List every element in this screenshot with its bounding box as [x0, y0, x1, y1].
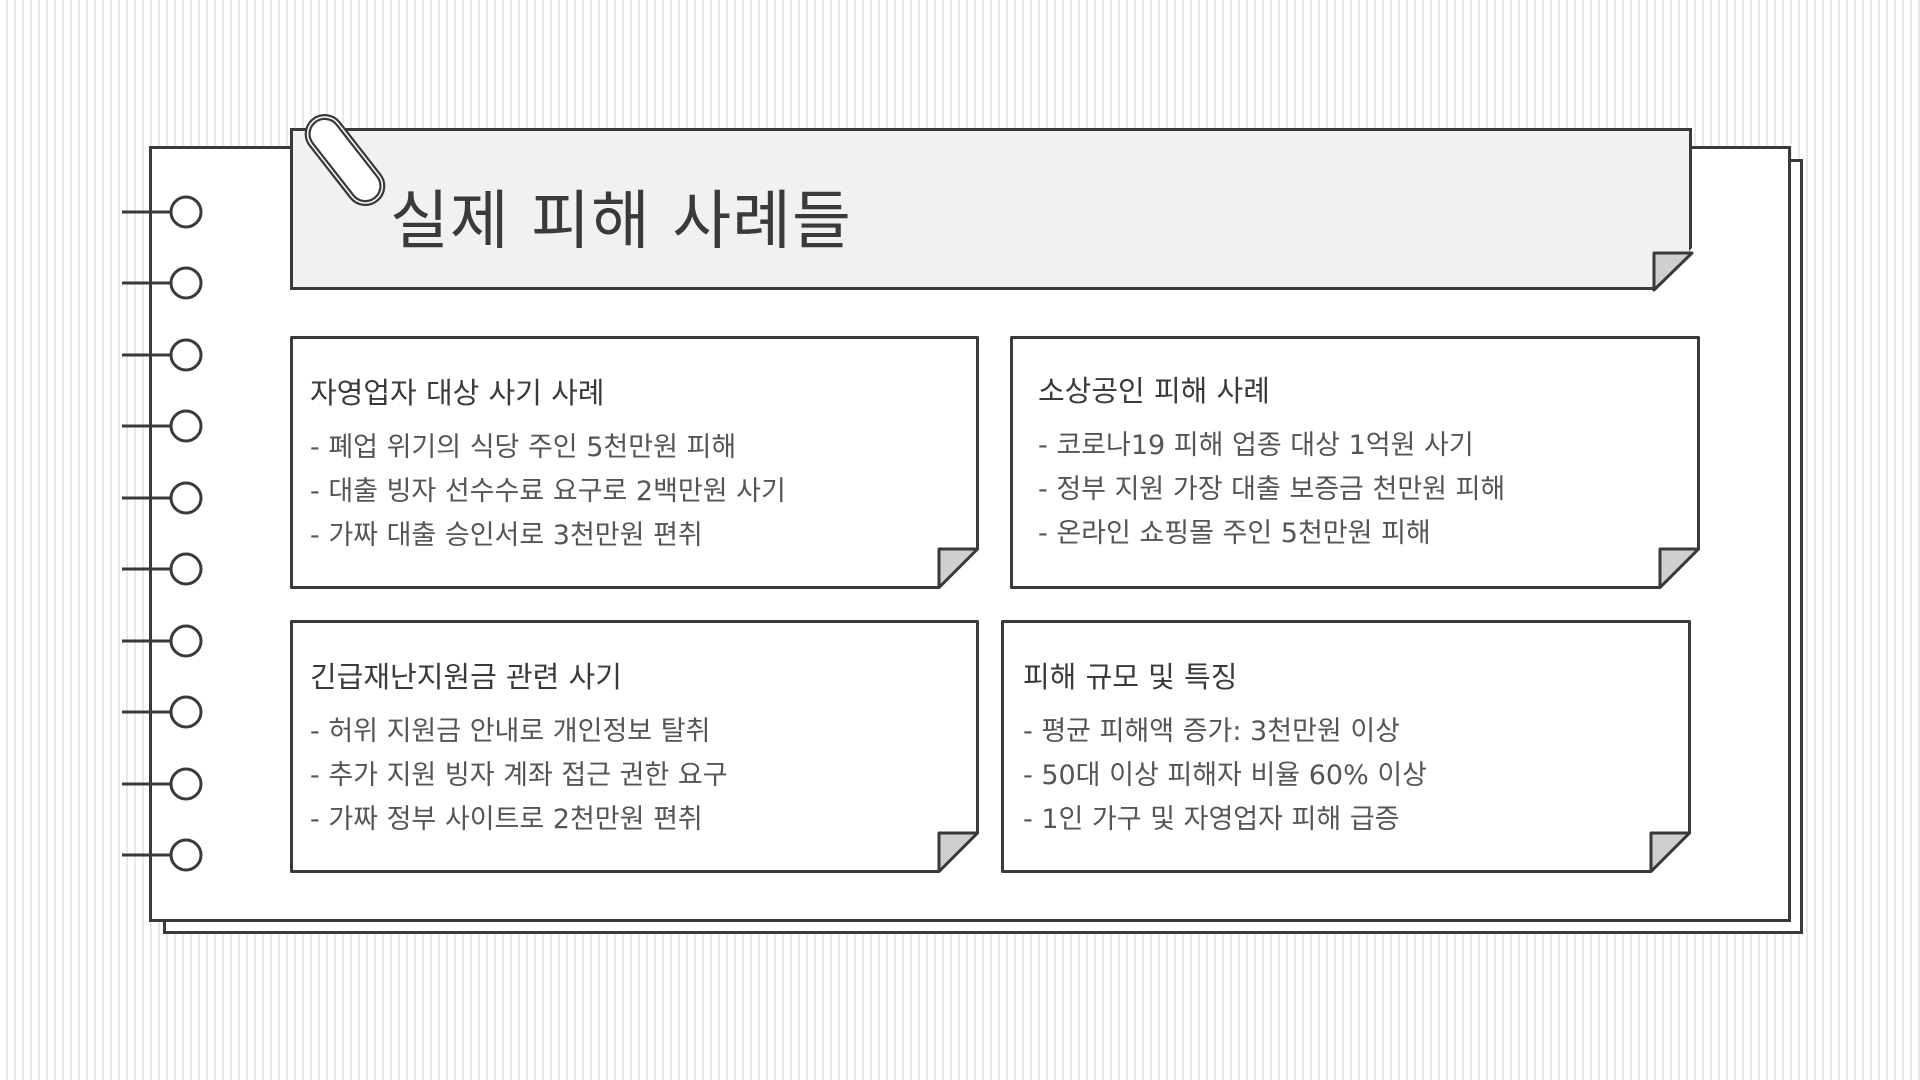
list-item: - 1인 가구 및 자영업자 피해 급증 — [1023, 804, 1400, 835]
list-item: - 가짜 대출 승인서로 3천만원 편취 — [310, 520, 703, 551]
card-title: 소상공인 피해 사례 — [1038, 374, 1270, 408]
spiral-ring-icon — [122, 195, 203, 872]
list-item: - 추가 지원 빙자 계좌 접근 권한 요구 — [310, 760, 728, 791]
card-frame — [290, 620, 979, 873]
card-title: 피해 규모 및 특징 — [1023, 660, 1238, 694]
card-list: - 허위 지원금 안내로 개인정보 탈취 - 추가 지원 빙자 계좌 접근 권한… — [310, 710, 728, 842]
card-list: - 코로나19 피해 업종 대상 1억원 사기 - 정부 지원 가장 대출 보증… — [1038, 424, 1505, 556]
list-item: - 정부 지원 가장 대출 보증금 천만원 피해 — [1038, 474, 1506, 505]
list-item: - 코로나19 피해 업종 대상 1억원 사기 — [1038, 430, 1474, 461]
case-card-damage-scale: 피해 규모 및 특징 - 평균 피해액 증가: 3천만원 이상 - 50대 이상… — [1001, 620, 1691, 873]
card-frame — [290, 336, 979, 589]
case-card-disaster-relief: 긴급재난지원금 관련 사기 - 허위 지원금 안내로 개인정보 탈취 - 추가 … — [290, 620, 979, 873]
folded-corner-icon — [937, 547, 979, 589]
card-frame — [1010, 336, 1700, 589]
list-item: - 가짜 정부 사이트로 2천만원 편취 — [310, 804, 703, 835]
list-item: - 50대 이상 피해자 비율 60% 이상 — [1023, 760, 1428, 791]
list-item: - 대출 빙자 선수수료 요구로 2백만원 사기 — [310, 476, 786, 507]
card-title: 자영업자 대상 사기 사례 — [310, 376, 605, 410]
page-title: 실제 피해 사례들 — [390, 185, 852, 259]
card-list: - 폐업 위기의 식당 주인 5천만원 피해 - 대출 빙자 선수수료 요구로 … — [310, 426, 786, 558]
list-item: - 온라인 쇼핑몰 주인 5천만원 피해 — [1038, 518, 1431, 549]
list-item: - 평균 피해액 증가: 3천만원 이상 — [1023, 716, 1401, 747]
folded-corner-icon — [1658, 547, 1700, 589]
title-banner-fold — [304, 113, 1694, 292]
folded-corner-icon — [1652, 251, 1694, 292]
list-item: - 폐업 위기의 식당 주인 5천만원 피해 — [310, 432, 737, 463]
card-title: 긴급재난지원금 관련 사기 — [310, 660, 622, 694]
title-banner — [290, 128, 1692, 290]
folded-corner-icon — [937, 831, 979, 873]
card-frame — [1001, 620, 1691, 873]
case-card-small-business: 소상공인 피해 사례 - 코로나19 피해 업종 대상 1억원 사기 - 정부 … — [1010, 336, 1700, 589]
spiral-binding — [122, 195, 203, 872]
list-item: - 허위 지원금 안내로 개인정보 탈취 — [310, 716, 711, 747]
case-card-self-employed: 자영업자 대상 사기 사례 - 폐업 위기의 식당 주인 5천만원 피해 - 대… — [290, 336, 979, 589]
folded-corner-icon — [1649, 831, 1691, 873]
card-list: - 평균 피해액 증가: 3천만원 이상 - 50대 이상 피해자 비율 60%… — [1023, 710, 1427, 842]
paperclip-icon — [304, 113, 386, 207]
